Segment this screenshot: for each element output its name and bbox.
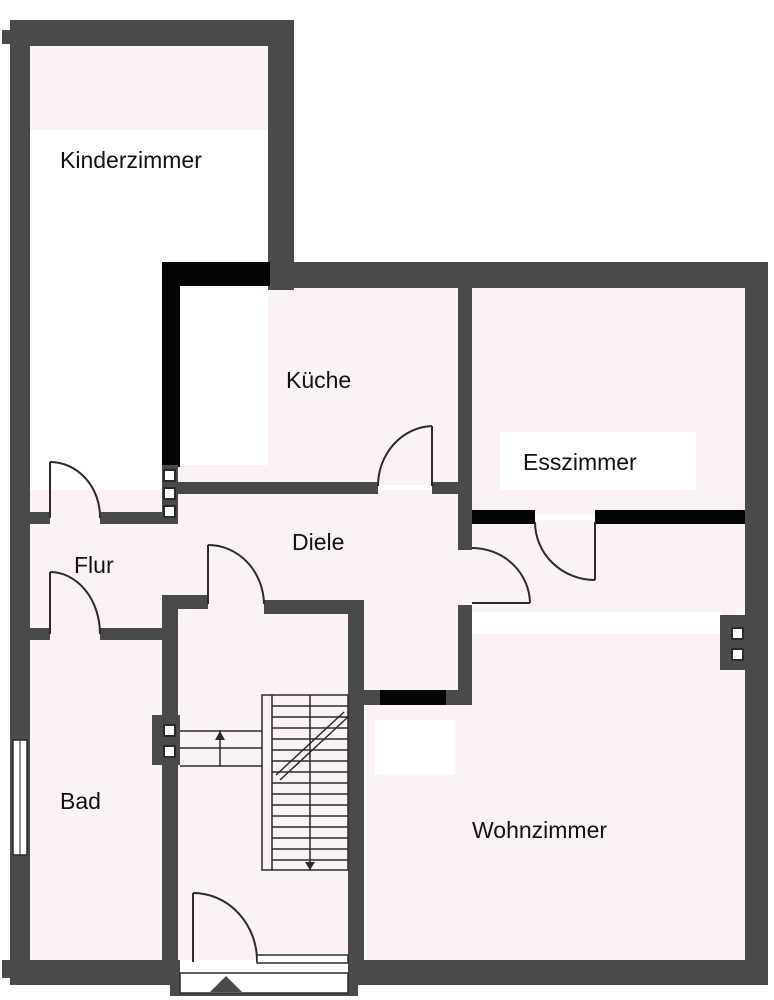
stair-arrow-icon (305, 862, 315, 870)
door-wohnzimmer (471, 547, 531, 604)
stair-break-line (279, 716, 349, 781)
fixture-square (163, 745, 176, 758)
label-patches (30, 130, 722, 775)
wall-stair-top (264, 600, 364, 614)
label-esszimmer: Esszimmer (523, 449, 637, 475)
wall-entry-right (348, 960, 358, 992)
label-kinderzimmer: Kinderzimmer (60, 147, 202, 173)
fixture-square (731, 627, 744, 640)
wall-kinder-bottom-left (30, 512, 50, 524)
wall-flur-bottom-left (30, 628, 50, 640)
wall-kueche-esszimmer (458, 288, 472, 550)
wall-entry-left (170, 960, 180, 992)
room-labels: Kinderzimmer Küche Esszimmer Diele Flur … (60, 147, 637, 843)
wall-kinder-bottom-mid (100, 512, 178, 524)
wall-stair-right (348, 600, 364, 965)
bad-window (12, 739, 28, 856)
label-diele: Diele (292, 529, 344, 555)
fixture-square (163, 487, 176, 500)
wall-bad-right (162, 595, 178, 965)
fixture-square (163, 724, 176, 737)
wall-outer-top-right (268, 262, 768, 288)
wall-esszimmer-bottom-left (472, 510, 535, 524)
label-kueche: Küche (286, 367, 351, 393)
edge-marks (2, 30, 10, 978)
wall-outer-bottom-right (350, 960, 768, 985)
floor-stairwell (178, 610, 348, 960)
patch-wohnzimmer-top (472, 612, 722, 634)
wall-kueche-left (162, 262, 180, 467)
door-kinderzimmer (49, 461, 102, 519)
wall-fixtures (152, 469, 748, 765)
stair-up-arrow-icon (215, 731, 225, 740)
label-bad: Bad (60, 788, 101, 814)
fixture-square (731, 648, 744, 661)
floor-bad (30, 640, 165, 960)
wall-esszimmer-bottom-right (595, 510, 745, 524)
wall-diele-right-lower (458, 605, 472, 705)
fixture-square (163, 505, 176, 518)
wall-outer-bottom-left (10, 960, 178, 985)
door-stairwell (207, 544, 265, 605)
door-kueche (377, 425, 433, 487)
patch-kueche-left (178, 285, 266, 460)
wall-kueche-bottom-left (178, 482, 378, 494)
wall-outer-top-left (10, 20, 294, 46)
wall-outer-kinder-right (268, 20, 294, 290)
wall-flur-bottom-right (100, 628, 178, 640)
wall-diele-bottom-dark (380, 690, 446, 705)
staircase (180, 694, 349, 871)
fixture-square (163, 469, 176, 482)
door-esszimmer (534, 521, 596, 581)
wall-outer-right (745, 262, 768, 985)
stair-upper-flight (180, 730, 262, 767)
door-bad (49, 571, 101, 635)
doors (49, 425, 596, 994)
patch-esszimmer (500, 432, 696, 490)
label-flur: Flur (74, 552, 114, 578)
fixture-block (720, 615, 748, 670)
wall-diele-stair-left (162, 595, 208, 609)
patch-wohnzimmer-left (375, 720, 455, 775)
door-entry (192, 892, 349, 964)
label-wohnzimmer: Wohnzimmer (472, 817, 607, 843)
entry-step (179, 972, 349, 994)
